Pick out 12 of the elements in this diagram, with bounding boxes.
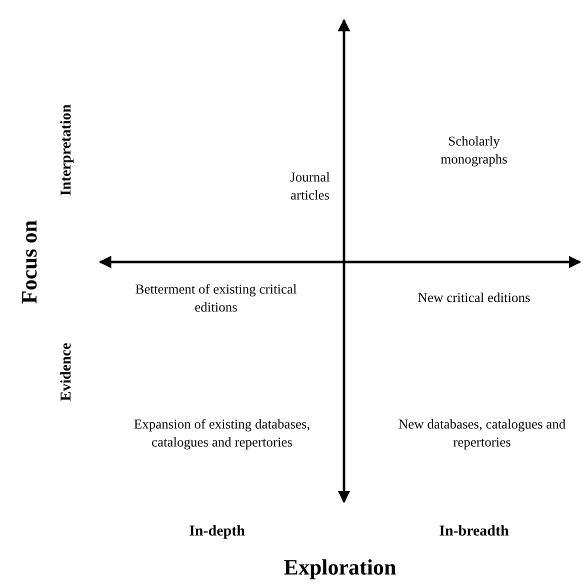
axis-end-label: In-depth — [189, 522, 245, 542]
quadrant-label: Expansion of existing databases, catalogues and repertories — [132, 415, 312, 451]
quadrant-label: Betterment of existing critical editions — [134, 280, 298, 316]
axis-side-label: Interpretation — [57, 104, 76, 196]
quadrant-label: Journal articles — [289, 168, 331, 204]
quadrant-label: New critical editions — [416, 289, 532, 307]
axis-end-label: In-breadth — [439, 522, 509, 542]
axis-title: Focus on — [16, 220, 43, 304]
axis-side-label: Evidence — [57, 342, 76, 402]
quadrant-label: New databases, catalogues and repertories — [397, 415, 567, 451]
quadrant-label: Scholarly monographs — [440, 132, 508, 168]
axis-title: Exploration — [284, 554, 396, 582]
